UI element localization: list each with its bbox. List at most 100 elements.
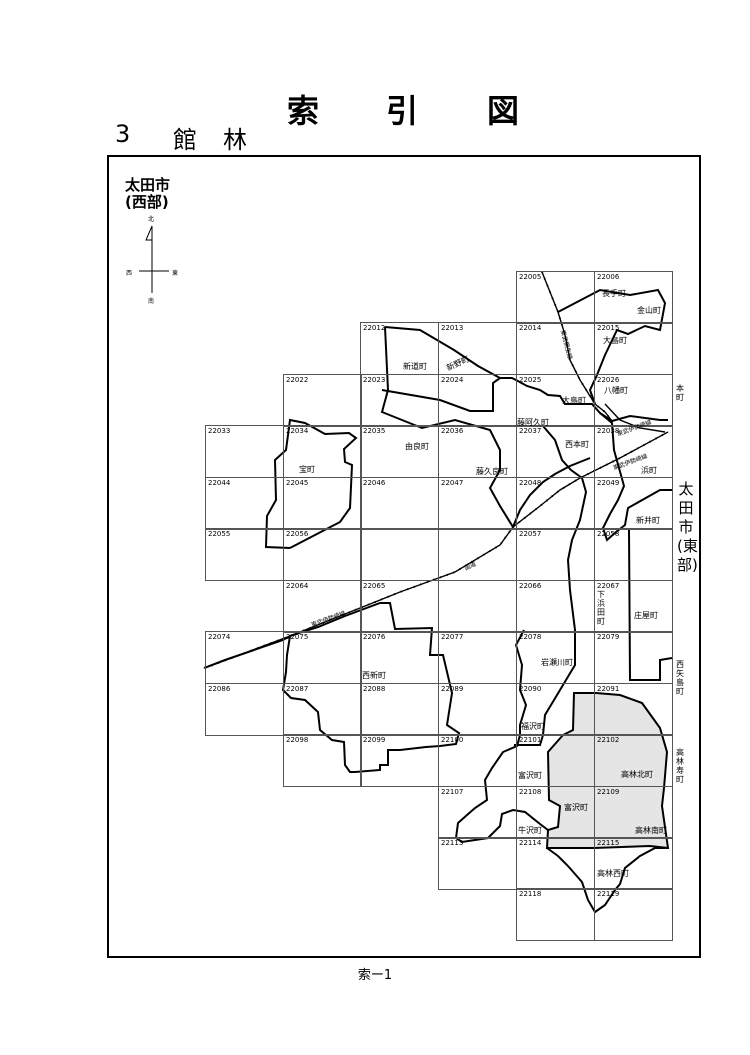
- grid-cell-number: 22013: [441, 324, 464, 332]
- grid-cell-number: 22035: [363, 427, 386, 435]
- place-label: 西矢島町: [676, 660, 684, 696]
- grid-cell-number: 22098: [286, 736, 309, 744]
- section-name-char: 林: [223, 126, 247, 154]
- place-label: 高林南町: [635, 826, 667, 835]
- grid-cell-number: 22045: [286, 479, 309, 487]
- title-char: 索: [287, 92, 320, 130]
- neighbor-city-west: 太田市 (西部): [125, 177, 170, 211]
- grid-cell-number: 22101: [519, 736, 542, 744]
- grid-cell-number: 22090: [519, 685, 542, 693]
- place-label: 福沢町: [521, 722, 545, 731]
- grid-cell: 22098: [283, 734, 362, 787]
- place-label: 新井町: [636, 516, 660, 525]
- grid-cell: 22087: [283, 683, 362, 736]
- grid-cell-number: 22079: [597, 633, 620, 641]
- grid-cell-number: 22113: [441, 839, 464, 847]
- grid-cell-number: 22046: [363, 479, 386, 487]
- grid-cell: 22109: [594, 786, 673, 839]
- place-label: 藤久良町: [476, 467, 508, 476]
- grid-cell-number: 22087: [286, 685, 309, 693]
- grid-cell-number: 22038: [597, 427, 620, 435]
- grid-cell-number: 22058: [597, 530, 620, 538]
- grid-cell-number: 22118: [519, 890, 542, 898]
- grid-cell-number: 22065: [363, 582, 386, 590]
- grid-cell-number: 22034: [286, 427, 309, 435]
- grid-cell-number: 22056: [286, 530, 309, 538]
- grid-cell-number: 22057: [519, 530, 542, 538]
- neighbor-city-west-name: 太田市: [125, 176, 171, 194]
- place-label: 富沢町: [564, 803, 588, 812]
- grid-cell-number: 22025: [519, 376, 542, 384]
- grid-cell-number: 22115: [597, 839, 620, 847]
- grid-cell-number: 22100: [441, 736, 464, 744]
- map-frame: [107, 155, 701, 958]
- place-label: 本町: [676, 384, 684, 402]
- grid-cell: 22049: [594, 477, 673, 530]
- compass-west: 西: [126, 270, 133, 277]
- place-label: 庄屋町: [634, 611, 658, 620]
- place-label: 西新町: [362, 671, 386, 680]
- grid-cell-number: 22036: [441, 427, 464, 435]
- place-label: 由良町: [405, 442, 429, 451]
- place-label: 高林西町: [597, 869, 629, 878]
- grid-cell-number: 22005: [519, 273, 542, 281]
- grid-cell-number: 22086: [208, 685, 231, 693]
- grid-cell: 22022: [283, 374, 362, 427]
- grid-cell-number: 22099: [363, 736, 386, 744]
- grid-cell-number: 22026: [597, 376, 620, 384]
- place-label: 大島町: [603, 336, 627, 345]
- grid-cell-number: 22049: [597, 479, 620, 487]
- place-label: 長手町: [602, 289, 626, 298]
- north-arrow-icon: [145, 225, 153, 241]
- railway-tobu-kiryu: [541, 271, 613, 422]
- page-number: 索ー1: [357, 968, 393, 983]
- place-label: 藤阿久町: [517, 418, 549, 427]
- grid-cell-number: 22022: [286, 376, 309, 384]
- grid-cell-number: 22015: [597, 324, 620, 332]
- neighbor-city-west-area: (西部): [125, 193, 169, 211]
- grid-cell-number: 22109: [597, 788, 620, 796]
- grid-cell-number: 22107: [441, 788, 464, 796]
- grid-cell-number: 22077: [441, 633, 464, 641]
- grid-cell-number: 22114: [519, 839, 542, 847]
- place-label: 岩瀬川町: [541, 658, 573, 667]
- grid-cell-number: 22064: [286, 582, 309, 590]
- title-char: 図: [487, 92, 520, 130]
- grid-cell-number: 22012: [363, 324, 386, 332]
- compass-south: 南: [148, 298, 155, 305]
- grid-cell-number: 22006: [597, 273, 620, 281]
- grid-cell-number: 22066: [519, 582, 542, 590]
- grid-cell: 22067: [594, 580, 673, 633]
- place-label: 富沢町: [518, 771, 542, 780]
- compass-north: 北: [148, 216, 155, 223]
- place-label: 西本町: [565, 440, 589, 449]
- grid-cell: 22115: [594, 837, 673, 890]
- place-label: 金山町: [637, 306, 661, 315]
- neighbor-city-east: 太田市(東部): [677, 480, 698, 574]
- place-label: 牛沢町: [518, 826, 542, 835]
- place-label: 八幡町: [604, 386, 628, 395]
- grid-cell-number: 22024: [441, 376, 464, 384]
- city-boundary: [203, 602, 461, 773]
- grid-cell-number: 22044: [208, 479, 231, 487]
- grid-cell-number: 22033: [208, 427, 231, 435]
- place-label: 浜町: [641, 466, 657, 475]
- grid-cell-number: 22048: [519, 479, 542, 487]
- grid-cell-number: 22055: [208, 530, 231, 538]
- section-name-char: 館: [173, 126, 197, 154]
- grid-cell-number: 22074: [208, 633, 231, 641]
- grid-cell-number: 22091: [597, 685, 620, 693]
- place-label: 大島町: [562, 396, 586, 405]
- compass-east: 東: [172, 270, 179, 277]
- grid-cell: [438, 580, 517, 633]
- grid-cell-number: 22119: [597, 890, 620, 898]
- place-label: 高林北町: [621, 770, 653, 779]
- grid-cell: 22006: [594, 271, 673, 324]
- grid-cell-number: 22076: [363, 633, 386, 641]
- grid-cell-number: 22047: [441, 479, 464, 487]
- grid-cell-number: 22078: [519, 633, 542, 641]
- grid-cell: 22064: [283, 580, 362, 633]
